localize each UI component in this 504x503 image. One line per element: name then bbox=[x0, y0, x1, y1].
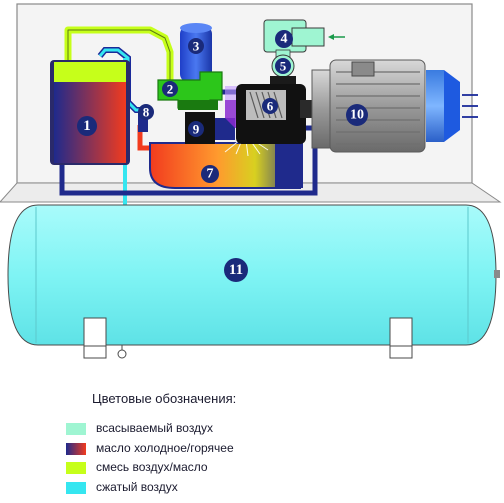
legend-label: смесь воздух/масло bbox=[96, 460, 208, 474]
legend-swatch bbox=[66, 443, 86, 455]
badge-2: 2 bbox=[162, 81, 178, 97]
air-receiver-tank bbox=[7, 204, 500, 359]
legend-item-intake-air: всасываемый воздух bbox=[66, 421, 366, 437]
badge-label: 4 bbox=[281, 32, 288, 47]
electric-motor bbox=[311, 59, 478, 153]
oil-separator-tank bbox=[149, 139, 303, 189]
legend-swatch bbox=[66, 423, 86, 435]
badge-6: 6 bbox=[262, 98, 278, 114]
exhaust-arrows bbox=[462, 94, 478, 118]
badge-label: 5 bbox=[280, 59, 287, 74]
legend-item-air-oil-mix: смесь воздух/масло bbox=[66, 460, 366, 476]
legend-title: Цветовые обозначения: bbox=[92, 391, 237, 406]
badge-label: 1 bbox=[83, 118, 91, 134]
badge-1: 1 bbox=[77, 116, 97, 136]
badge-9: 9 bbox=[188, 121, 204, 137]
badge-10: 10 bbox=[346, 104, 368, 126]
badge-label: 2 bbox=[167, 82, 174, 97]
screw-block bbox=[236, 84, 320, 144]
badge-label: 8 bbox=[143, 105, 150, 120]
oil-cooler bbox=[50, 60, 130, 165]
legend-label: сжатый воздух bbox=[96, 480, 178, 494]
badge-label: 9 bbox=[193, 122, 200, 137]
legend-swatch bbox=[66, 482, 86, 494]
air-oil-mix-line bbox=[64, 26, 174, 82]
legend-swatch bbox=[66, 462, 86, 474]
badge-label: 6 bbox=[267, 99, 274, 114]
badge-7: 7 bbox=[201, 165, 219, 183]
badge-label: 11 bbox=[229, 262, 243, 278]
legend-item-oil: масло холодное/горячее bbox=[66, 441, 366, 457]
badge-5: 5 bbox=[275, 58, 291, 74]
badge-3: 3 bbox=[188, 38, 204, 54]
badge-label: 7 bbox=[207, 167, 214, 182]
badge-label: 3 bbox=[193, 39, 200, 54]
legend-item-compressed-air: сжатый воздух bbox=[66, 480, 366, 496]
badge-8: 8 bbox=[138, 104, 154, 120]
thermostat-valve bbox=[138, 112, 148, 132]
badge-4: 4 bbox=[275, 30, 293, 48]
legend-label: всасываемый воздух bbox=[96, 421, 214, 435]
badge-label: 10 bbox=[350, 108, 364, 123]
legend-label: масло холодное/горячее bbox=[96, 441, 234, 455]
component-badges: 1 2 3 4 5 6 7 8 9 10 11 bbox=[77, 30, 368, 282]
badge-11: 11 bbox=[224, 258, 248, 282]
minimum-pressure-valve bbox=[157, 71, 223, 110]
